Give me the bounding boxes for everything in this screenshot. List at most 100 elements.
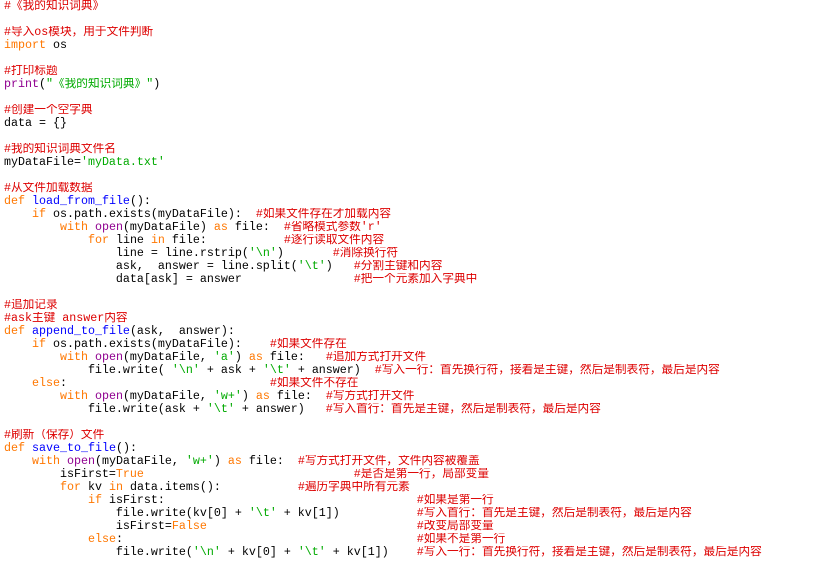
- code-token-comment: #从文件加载数据: [4, 182, 93, 195]
- code-token-plain: ():: [115, 442, 137, 455]
- code-token-plain: [4, 455, 32, 468]
- code-token-plain: kv: [80, 481, 109, 494]
- code-token-comment: #写方式打开文件，文件内容被覆盖: [297, 455, 480, 468]
- code-token-plain: [25, 195, 32, 208]
- code-token-string: '\t': [297, 546, 326, 559]
- code-token-plain: data = {}: [4, 117, 67, 130]
- code-token-plain: os: [45, 39, 67, 52]
- code-line[interactable]: def append_to_file(ask, answer):: [4, 325, 837, 338]
- code-token-comment: #《我的知识词典》: [4, 0, 105, 13]
- code-line[interactable]: def save_to_file():: [4, 442, 837, 455]
- code-token-plain: [25, 325, 32, 338]
- code-line[interactable]: for kv in data.items(): #遍历字典中所有元素: [4, 481, 837, 494]
- code-line[interactable]: file.write( '\n' + ask + '\t' + answer) …: [4, 364, 837, 377]
- code-line[interactable]: line = line.rstrip('\n') #消除换行符: [4, 247, 837, 260]
- code-line[interactable]: #打印标题: [4, 65, 837, 78]
- code-token-plain: ): [213, 455, 228, 468]
- code-token-plain: [207, 520, 417, 533]
- code-line[interactable]: #导入os模块，用于文件判断: [4, 26, 837, 39]
- code-token-definition: append_to_file: [32, 325, 130, 338]
- code-line[interactable]: [4, 130, 837, 143]
- code-line[interactable]: print("《我的知识词典》"): [4, 78, 837, 91]
- code-line[interactable]: #从文件加载数据: [4, 182, 837, 195]
- code-line[interactable]: [4, 91, 837, 104]
- code-token-plain: [4, 208, 32, 221]
- code-line[interactable]: ask, answer = line.split('\t') #分割主键和内容: [4, 260, 837, 273]
- code-line[interactable]: [4, 286, 837, 299]
- code-token-builtin: open: [94, 390, 123, 403]
- code-token-plain: isFirst:: [101, 494, 417, 507]
- code-line[interactable]: isFirst=True #是否是第一行，局部变量: [4, 468, 837, 481]
- code-line[interactable]: for line in file: #逐行读取文件内容: [4, 234, 837, 247]
- code-token-plain: os.path.exists(myDataFile):: [45, 338, 270, 351]
- code-token-comment: #如果文件存在才加载内容: [255, 208, 392, 221]
- code-token-plain: [4, 351, 60, 364]
- code-token-plain: + kv[1]): [276, 507, 417, 520]
- code-token-plain: data.items():: [122, 481, 298, 494]
- code-token-keyword: as: [227, 455, 242, 468]
- code-token-comment: #导入os模块，用于文件判断: [4, 26, 154, 39]
- code-token-plain: line = line.rstrip(: [4, 247, 249, 260]
- code-line[interactable]: data = {}: [4, 117, 837, 130]
- code-line[interactable]: else: #如果不是第一行: [4, 533, 837, 546]
- code-token-keyword: with: [59, 221, 88, 234]
- code-token-plain: + answer): [290, 364, 375, 377]
- code-token-keyword: in: [108, 481, 123, 494]
- code-token-plain: file:: [164, 234, 284, 247]
- code-token-plain: [60, 455, 67, 468]
- code-line[interactable]: file.write(kv[0] + '\t' + kv[1]) #写入首行：首…: [4, 507, 837, 520]
- code-line[interactable]: myDataFile='myData.txt': [4, 156, 837, 169]
- code-line[interactable]: #创建一个空字典: [4, 104, 837, 117]
- code-line[interactable]: with open(myDataFile, 'a') as file: #追加方…: [4, 351, 837, 364]
- code-line[interactable]: #ask主键 answer内容: [4, 312, 837, 325]
- code-token-comment: #写入一行：首先换行符，接着是主键，然后是制表符，最后是内容: [416, 546, 762, 559]
- code-token-comment: #把一个元素加入字典中: [353, 273, 478, 286]
- code-line[interactable]: [4, 169, 837, 182]
- code-token-definition: load_from_file: [32, 195, 130, 208]
- code-line[interactable]: if os.path.exists(myDataFile): #如果文件存在才加…: [4, 208, 837, 221]
- code-token-keyword: False: [171, 520, 207, 533]
- code-token-keyword: def: [4, 442, 25, 455]
- code-token-keyword: def: [4, 195, 25, 208]
- code-line[interactable]: def load_from_file():: [4, 195, 837, 208]
- code-line[interactable]: [4, 416, 837, 429]
- code-line[interactable]: else: #如果文件不存在: [4, 377, 837, 390]
- code-line[interactable]: file.write(ask + '\t' + answer) #写入首行：首先…: [4, 403, 837, 416]
- code-token-plain: [4, 390, 60, 403]
- code-line[interactable]: file.write('\n' + kv[0] + '\t' + kv[1]) …: [4, 546, 837, 559]
- code-token-plain: file.write(kv[0] +: [4, 507, 249, 520]
- code-token-plain: file:: [227, 221, 284, 234]
- code-line[interactable]: if os.path.exists(myDataFile): #如果文件存在: [4, 338, 837, 351]
- code-token-keyword: if: [31, 208, 46, 221]
- code-line[interactable]: with open(myDataFile, 'w+') as file: #写方…: [4, 390, 837, 403]
- code-token-plain: file.write(: [4, 364, 172, 377]
- code-token-comment: #写入首行：首先是主键，然后是制表符，最后是内容: [416, 507, 692, 520]
- code-line[interactable]: #刷新（保存）文件: [4, 429, 837, 442]
- code-line[interactable]: with open(myDataFile) as file: #省略模式参数'r…: [4, 221, 837, 234]
- code-line[interactable]: [4, 13, 837, 26]
- code-line[interactable]: isFirst=False #改变局部变量: [4, 520, 837, 533]
- code-line[interactable]: [4, 52, 837, 65]
- code-line[interactable]: #我的知识词典文件名: [4, 143, 837, 156]
- code-token-plain: [4, 338, 32, 351]
- code-token-plain: (myDataFile,: [122, 351, 214, 364]
- code-token-plain: [4, 533, 88, 546]
- code-line[interactable]: #追加记录: [4, 299, 837, 312]
- code-token-keyword: as: [248, 351, 263, 364]
- code-token-plain: [25, 442, 32, 455]
- code-token-comment: #如果不是第一行: [416, 533, 506, 546]
- code-token-comment: #遍历字典中所有元素: [297, 481, 410, 494]
- code-token-keyword: for: [59, 481, 81, 494]
- code-line[interactable]: data[ask] = answer #把一个元素加入字典中: [4, 273, 837, 286]
- code-token-string: '\n': [171, 364, 200, 377]
- code-line[interactable]: with open(myDataFile, 'w+') as file: #写方…: [4, 455, 837, 468]
- code-line[interactable]: import os: [4, 39, 837, 52]
- code-line[interactable]: #《我的知识词典》: [4, 0, 837, 13]
- code-token-comment: #改变局部变量: [416, 520, 494, 533]
- code-token-plain: file.write(ask +: [4, 403, 207, 416]
- code-token-comment: #如果文件不存在: [269, 377, 359, 390]
- code-token-comment: #追加记录: [4, 299, 58, 312]
- code-line[interactable]: if isFirst: #如果是第一行: [4, 494, 837, 507]
